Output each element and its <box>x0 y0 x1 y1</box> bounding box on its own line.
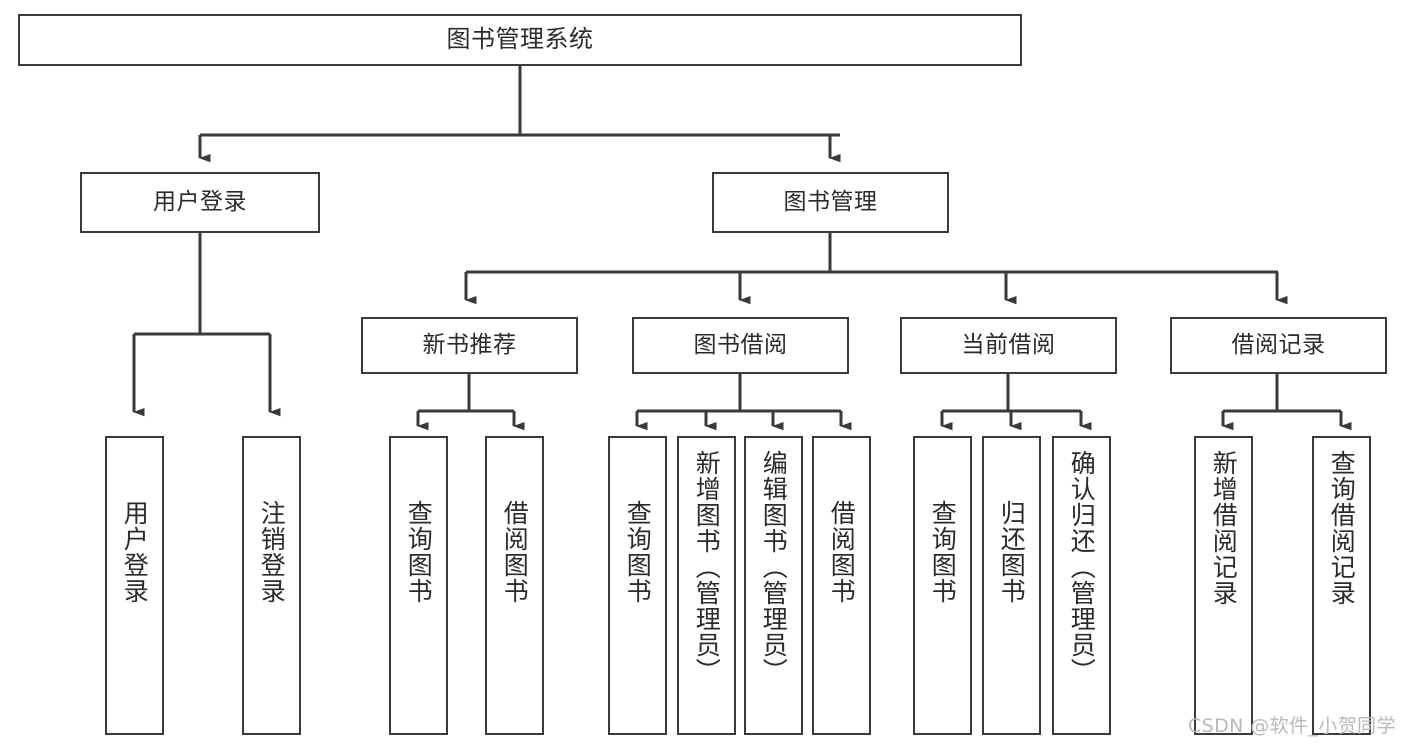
node-label: 图书管理 <box>783 189 878 216</box>
leaf-user-login[interactable]: 用户登录 <box>105 436 164 735</box>
leaf-add-book-admin[interactable]: 新增图书（管理员） <box>677 436 736 735</box>
leaf-borrow-book[interactable]: 借阅图书 <box>812 436 871 735</box>
node-label: 新增图书（管理员） <box>692 450 722 684</box>
node-label: 新增借阅记录 <box>1209 450 1239 606</box>
node-label: 归还图书 <box>997 500 1027 604</box>
leaf-confirm-return-admin[interactable]: 确认归还（管理员） <box>1052 436 1111 735</box>
node-label: 用户登录 <box>120 500 150 604</box>
node-label: 借阅图书 <box>827 500 857 604</box>
node-label: 图书管理系统 <box>446 25 594 54</box>
leaf-add-borrow-record[interactable]: 新增借阅记录 <box>1194 436 1253 735</box>
node-new-book-recommend[interactable]: 新书推荐 <box>361 317 578 374</box>
node-label: 查询图书 <box>623 500 653 604</box>
node-label: 用户登录 <box>153 189 247 216</box>
leaf-query-book-recommend[interactable]: 查询图书 <box>389 436 448 735</box>
node-label: 新书推荐 <box>422 332 517 359</box>
node-label: 查询图书 <box>928 500 958 604</box>
node-current-borrow[interactable]: 当前借阅 <box>900 317 1117 374</box>
node-label: 查询图书 <box>404 500 434 604</box>
node-label: 编辑图书（管理员） <box>759 450 789 684</box>
leaf-borrow-book-recommend[interactable]: 借阅图书 <box>485 436 544 735</box>
node-label: 当前借阅 <box>961 332 1056 359</box>
node-book-management[interactable]: 图书管理 <box>712 172 949 233</box>
leaf-query-book-current[interactable]: 查询图书 <box>913 436 972 735</box>
leaf-logout-login[interactable]: 注销登录 <box>242 436 301 735</box>
csdn-watermark: CSDN @软件_小贺同学 <box>1188 715 1396 737</box>
node-book-borrow[interactable]: 图书借阅 <box>632 317 849 374</box>
node-label: 借阅图书 <box>500 500 530 604</box>
node-label: 借阅记录 <box>1231 332 1326 359</box>
node-label: 注销登录 <box>257 500 287 604</box>
leaf-return-book[interactable]: 归还图书 <box>982 436 1041 735</box>
node-root-book-management-system[interactable]: 图书管理系统 <box>18 14 1022 66</box>
node-label: 查询借阅记录 <box>1327 450 1357 606</box>
leaf-query-borrow-record[interactable]: 查询借阅记录 <box>1312 436 1371 735</box>
node-user-login[interactable]: 用户登录 <box>80 172 320 233</box>
leaf-edit-book-admin[interactable]: 编辑图书（管理员） <box>744 436 803 735</box>
node-label: 图书借阅 <box>693 332 788 359</box>
node-label: 确认归还（管理员） <box>1067 450 1097 684</box>
leaf-query-book-borrow[interactable]: 查询图书 <box>608 436 667 735</box>
node-borrow-record[interactable]: 借阅记录 <box>1170 317 1387 374</box>
